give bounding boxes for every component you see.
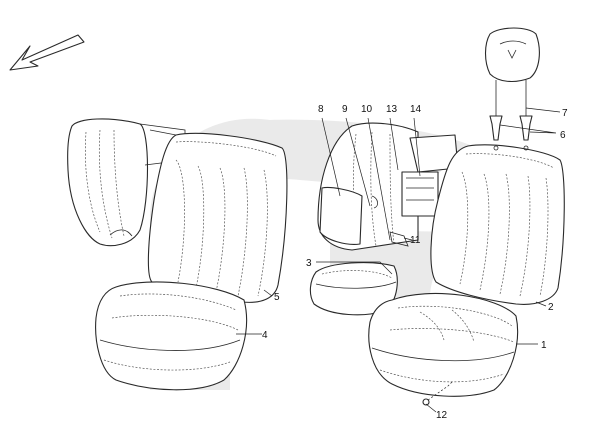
callout-2: 2 bbox=[548, 302, 554, 313]
callout-5: 5 bbox=[274, 292, 280, 303]
callout-3: 3 bbox=[306, 258, 312, 269]
callout-4: 4 bbox=[262, 330, 268, 341]
fastener-clip bbox=[422, 381, 453, 406]
callout-9: 9 bbox=[342, 104, 348, 115]
callout-12: 12 bbox=[436, 410, 448, 421]
callout-11: 11 bbox=[410, 235, 421, 246]
callout-1: 1 bbox=[541, 340, 547, 351]
callout-8: 8 bbox=[318, 104, 324, 115]
callout-13: 13 bbox=[386, 104, 398, 115]
callout-14: 14 bbox=[410, 104, 422, 115]
headrest-guides bbox=[489, 115, 533, 151]
arrow-down-left-icon bbox=[9, 34, 85, 71]
leader-lines bbox=[236, 107, 561, 413]
left-backrest-rear bbox=[67, 118, 186, 247]
callout-10: 10 bbox=[361, 104, 373, 115]
left-backrest-front bbox=[147, 129, 288, 303]
right-backrest bbox=[430, 144, 565, 305]
right-seat-cushion bbox=[368, 292, 519, 397]
center-backrest bbox=[317, 122, 459, 251]
callout-7: 7 bbox=[562, 108, 568, 119]
headrest bbox=[484, 27, 540, 116]
callout-6: 6 bbox=[560, 130, 566, 141]
left-seat-cushion bbox=[95, 281, 248, 391]
